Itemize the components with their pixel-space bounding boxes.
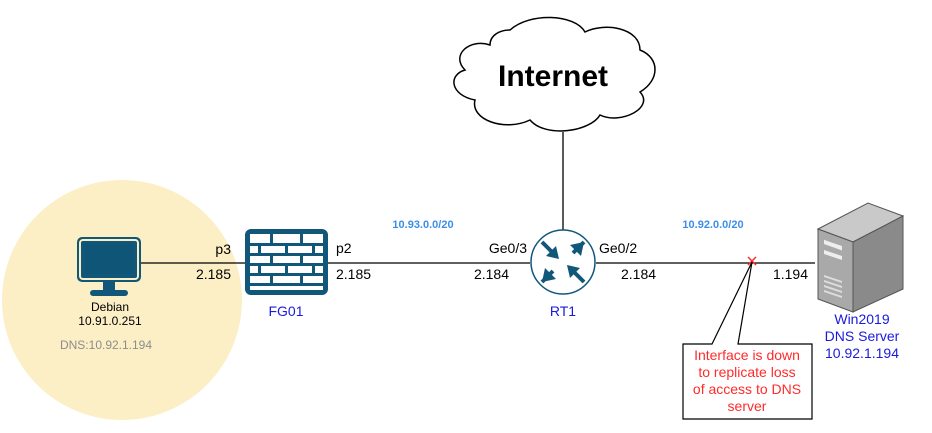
rt1-name: RT1 [550, 303, 576, 319]
fg01-port-p3: p3 [215, 241, 231, 257]
link-down-x-icon [747, 256, 757, 266]
fg01-p2-ip: 2.185 [336, 266, 371, 282]
firewall-icon [245, 229, 328, 295]
callout-line-1: Interface is down [694, 347, 800, 363]
monitor-icon [77, 237, 141, 296]
callout-line-2: to replicate loss [698, 364, 795, 380]
win-ip-short: 1.194 [773, 266, 808, 282]
internet-cloud [453, 16, 656, 132]
router-icon [530, 229, 596, 295]
debian-ip: 10.91.0.251 [78, 314, 142, 328]
win2019-role: DNS Server [825, 328, 900, 344]
win2019-name: Win2019 [834, 311, 889, 327]
monitor-screen-frame [79, 239, 139, 280]
lan-zone [2, 180, 242, 420]
callout-line-3: of access to DNS [693, 381, 801, 397]
fg01-name: FG01 [268, 303, 303, 319]
debian-name: Debian [91, 300, 129, 314]
internet-label: Internet [498, 60, 608, 93]
fg01-port-p2: p2 [336, 240, 352, 256]
debian-dns: DNS:10.92.1.194 [60, 338, 152, 352]
callout-box [682, 261, 813, 420]
fg01-p3-ip: 2.185 [196, 266, 231, 282]
subnet-fg01-rt1: 10.93.0.0/20 [392, 219, 453, 231]
rt1-port-ge03: Ge0/3 [489, 240, 527, 256]
rt1-port-ge02: Ge0/2 [599, 240, 637, 256]
subnet-rt1-win: 10.92.0.0/20 [682, 219, 743, 231]
server-icon [816, 202, 905, 313]
rt1-ge03-ip: 2.184 [474, 266, 509, 282]
win2019-ip: 10.92.1.194 [825, 345, 899, 361]
callout-line-4: server [728, 398, 767, 414]
rt1-ge02-ip: 2.184 [621, 266, 656, 282]
